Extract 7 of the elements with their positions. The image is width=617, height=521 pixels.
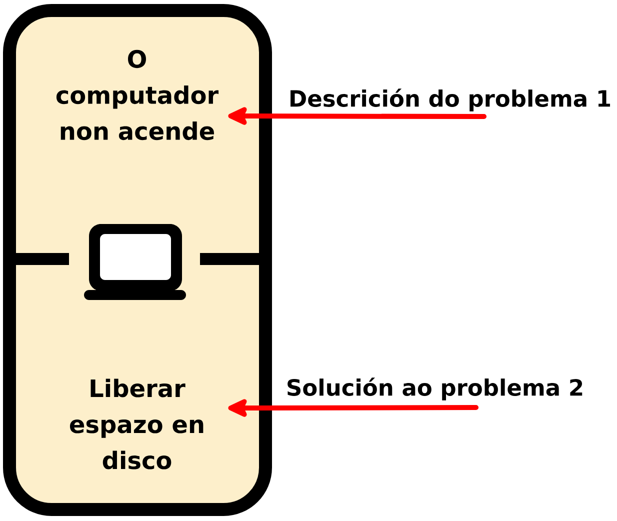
card-text: Liberar espazo en disco	[70, 378, 204, 470]
annotation-label: Solución ao problema 2	[288, 378, 582, 400]
arrow	[228, 399, 478, 417]
card	[3, 4, 272, 516]
arrow	[228, 107, 486, 125]
card-text: O computador non acende	[56, 50, 219, 140]
annotation-label: Descrición do problema 1	[290, 88, 610, 112]
